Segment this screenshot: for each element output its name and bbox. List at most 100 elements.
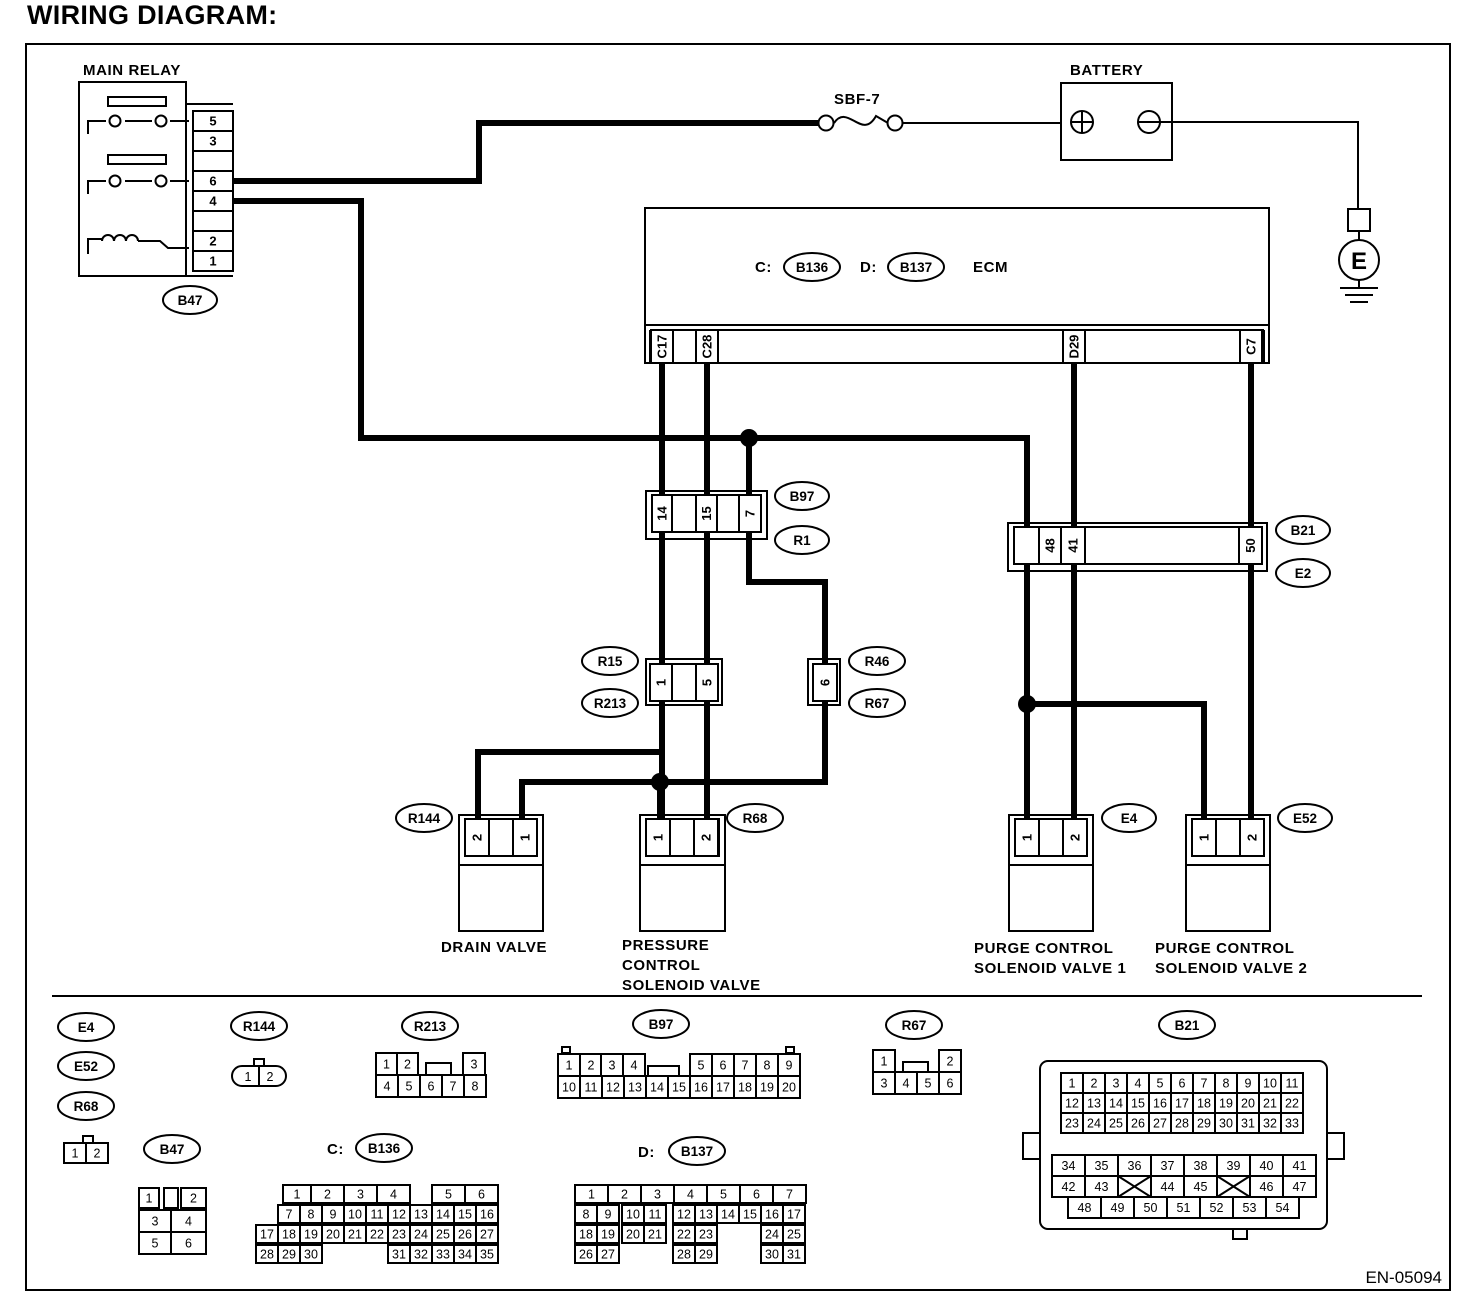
lg-r67-pin-6-cell <box>938 1071 962 1095</box>
lg-r67-pin-3: 3 <box>881 1077 888 1091</box>
relay-connector-tag: B47 <box>178 293 203 308</box>
lg-b47-pin-1: 1 <box>146 1192 153 1206</box>
ground-symbol: E <box>1338 208 1380 303</box>
e52-tag: E52 <box>1293 811 1317 826</box>
lg-b137-pin-17: 17 <box>787 1208 801 1222</box>
lg-b136-pin-24: 24 <box>414 1228 428 1242</box>
page-title: WIRING DIAGRAM: <box>27 0 278 30</box>
lg-b137-pin-7: 7 <box>786 1188 793 1202</box>
r144-tag: R144 <box>408 811 441 826</box>
ecm-pin-C28: C28 <box>700 335 715 359</box>
battery: BATTERY <box>1060 62 1173 161</box>
lg-b21-pin-18: 18 <box>1197 1097 1211 1111</box>
lg-b137-pin-4: 4 <box>687 1188 694 1202</box>
lg-b21-pin-3: 3 <box>1113 1077 1120 1091</box>
lg-b97-pin-1: 1 <box>566 1059 573 1073</box>
lg-b21-pin-50: 50 <box>1144 1201 1158 1215</box>
lg-b137-pin-30: 30 <box>765 1248 779 1262</box>
r46-pin-6: 6 <box>818 679 833 686</box>
lg-b136-pin-32: 32 <box>414 1248 428 1262</box>
lg-b21-pin-9: 9 <box>1245 1077 1252 1091</box>
lg-b137-pin-3: 3 <box>654 1188 661 1202</box>
lg-b137-pin-2: 2 <box>621 1188 628 1202</box>
relay-pin-3: 3 <box>209 134 216 149</box>
lg-b21-pin-37: 37 <box>1161 1159 1175 1173</box>
lg-b97-pin-8: 8 <box>764 1059 771 1073</box>
lg-b21-pin-42: 42 <box>1062 1180 1076 1194</box>
e2-tag: E2 <box>1295 566 1312 581</box>
lg-b21-pin-54-cell <box>1265 1196 1300 1219</box>
pressure-valve-label-1: PRESSURE <box>622 937 709 954</box>
lg-b21-pin-13: 13 <box>1087 1097 1101 1111</box>
purge2-pin-2-cell <box>1239 818 1265 857</box>
lg-b21-pin-15: 15 <box>1131 1097 1145 1111</box>
lg-b136-pin-27-cell <box>475 1224 499 1244</box>
lg-b137-pin-23-cell <box>694 1224 718 1244</box>
lg-b21-pin-17: 17 <box>1175 1097 1189 1111</box>
lg-r144-pin-2: 2 <box>267 1070 274 1084</box>
lg-b21-pin-21: 21 <box>1263 1097 1277 1111</box>
legend-tag-b97: B97 <box>649 1017 674 1032</box>
lg-b21-pin-53: 53 <box>1243 1201 1257 1215</box>
lg-b136-pin-12: 12 <box>392 1208 406 1222</box>
drain-valve-pin-2: 2 <box>470 834 485 841</box>
r15-pin-5: 5 <box>700 679 715 686</box>
b97-pin-blank2-cell <box>716 494 740 533</box>
drain-valve-pin-blank-cell <box>488 818 514 857</box>
lg-b97-pin-19: 19 <box>760 1081 774 1095</box>
legend-tag-b47: B47 <box>160 1142 185 1157</box>
b97-pin-7-cell <box>738 494 762 533</box>
lg-b21-pin-1: 1 <box>1069 1077 1076 1091</box>
lg-b136-pin-25: 25 <box>436 1228 450 1242</box>
lg-b136-pin-9: 9 <box>330 1208 337 1222</box>
lg-r213-pin-7: 7 <box>450 1080 457 1094</box>
lg-b97-pin-11: 11 <box>585 1081 598 1095</box>
ecm-conn-d: B137 <box>900 260 932 275</box>
lg-b21-pin-11: 11 <box>1286 1077 1299 1091</box>
legend-tag-r67: R67 <box>902 1018 927 1033</box>
lg2-pin-2-cell <box>85 1142 109 1164</box>
lg-b97-pin-18: 18 <box>738 1081 752 1095</box>
legend-tag-r213: R213 <box>414 1019 447 1034</box>
purge2-pin-2: 2 <box>1245 834 1260 841</box>
legend-tag-b137: B137 <box>681 1144 713 1159</box>
legend-tag-r144: R144 <box>243 1019 276 1034</box>
lg-b21-pin-12: 12 <box>1065 1097 1079 1111</box>
lg-b137-pin-18: 18 <box>579 1228 593 1242</box>
lg-b136-pin-30: 30 <box>304 1248 318 1262</box>
ecm-pin-D29: D29 <box>1067 335 1082 359</box>
lg-b21-pin-35: 35 <box>1095 1159 1109 1173</box>
drain-valve-pin-1-cell <box>512 818 538 857</box>
lg-b136-pin-28: 28 <box>260 1248 274 1262</box>
lg-b137-pin-5: 5 <box>720 1188 727 1202</box>
b21-pin-50: 50 <box>1243 538 1258 552</box>
lg-b136-pin-34: 34 <box>458 1248 472 1262</box>
lg-b97-pin-5: 5 <box>698 1059 705 1073</box>
b21-pin-50-cell <box>1238 526 1263 565</box>
lg-b21-pin-54: 54 <box>1276 1201 1290 1215</box>
lg-b136-pin-27: 27 <box>480 1228 494 1242</box>
lg-b137-pin-24: 24 <box>765 1228 779 1242</box>
b21-pin-blank0-cell <box>1013 526 1040 565</box>
lg-r213-pin-3: 3 <box>471 1058 478 1072</box>
connector-r46: 6 R46 R67 <box>807 646 906 718</box>
lg-b137-pin-19: 19 <box>601 1228 615 1242</box>
lg-b136-pin-18: 18 <box>282 1228 296 1242</box>
lg-b136-pin-23: 23 <box>392 1228 406 1242</box>
b21-tag: B21 <box>1291 523 1316 538</box>
lg-b137-pin-11-cell <box>643 1204 667 1224</box>
diagram-frame <box>25 43 1451 1291</box>
lg2-pin-2: 2 <box>94 1147 101 1161</box>
lg-b137-pin-22: 22 <box>677 1228 691 1242</box>
lg-b136-pin-19: 19 <box>304 1228 318 1242</box>
lg-b21-pin-38: 38 <box>1194 1159 1208 1173</box>
lg-r67-pin-5: 5 <box>925 1077 932 1091</box>
lg-b97-pin-6: 6 <box>720 1059 727 1073</box>
lg-b136-pin-11: 11 <box>371 1208 384 1222</box>
legend-tag-b21: B21 <box>1175 1018 1200 1033</box>
legend-tag-r68: R68 <box>74 1099 99 1114</box>
